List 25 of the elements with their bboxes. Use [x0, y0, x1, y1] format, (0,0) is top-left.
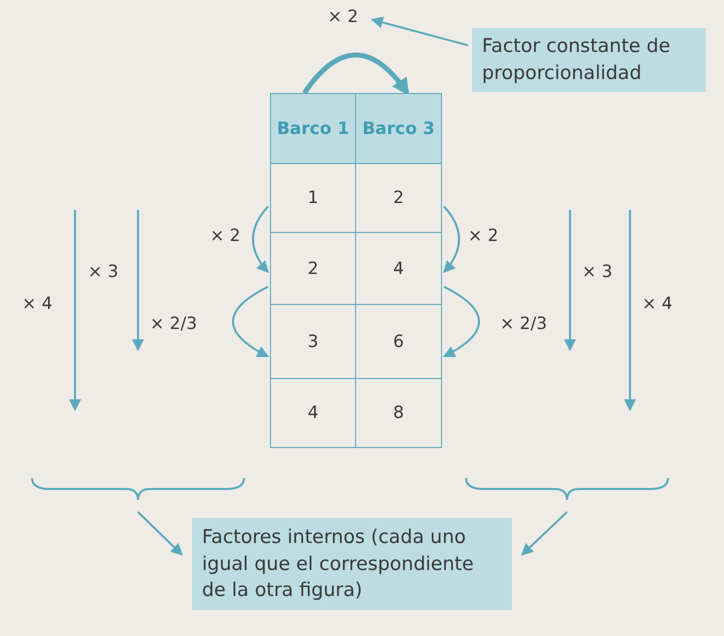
edge-label: × 2/3: [150, 314, 198, 334]
multiplier-label: × 2: [318, 4, 368, 30]
table-cell: 4: [270, 378, 356, 448]
curly-brace: [30, 476, 246, 502]
curly-brace: [464, 476, 670, 502]
table-cell: 8: [355, 378, 442, 448]
callout-box: Factor constante de proporcionalidad: [472, 28, 706, 92]
multiplier-label: × 4: [22, 294, 52, 314]
callout-box: Factores internos (cada uno igual que el correspondiente de la otra figura): [192, 518, 512, 610]
arrow: [521, 511, 568, 556]
arrow: [232, 286, 270, 358]
arrow: [137, 511, 183, 556]
header-cell: Barco 3: [355, 93, 442, 164]
arrow: [370, 16, 468, 46]
multiplier-label: × 3: [88, 262, 118, 282]
multiplier-label: × 3: [582, 262, 612, 282]
edge-label: × 2/3: [500, 314, 548, 334]
header-cell: Barco 1: [270, 93, 356, 164]
arrow: [302, 52, 410, 96]
edge-label: × 2: [468, 226, 498, 246]
arrow: [443, 206, 460, 274]
arrow: [252, 206, 269, 274]
multiplier-label: × 4: [642, 294, 672, 314]
arrow: [442, 286, 480, 358]
edge-label: × 2: [210, 226, 240, 246]
